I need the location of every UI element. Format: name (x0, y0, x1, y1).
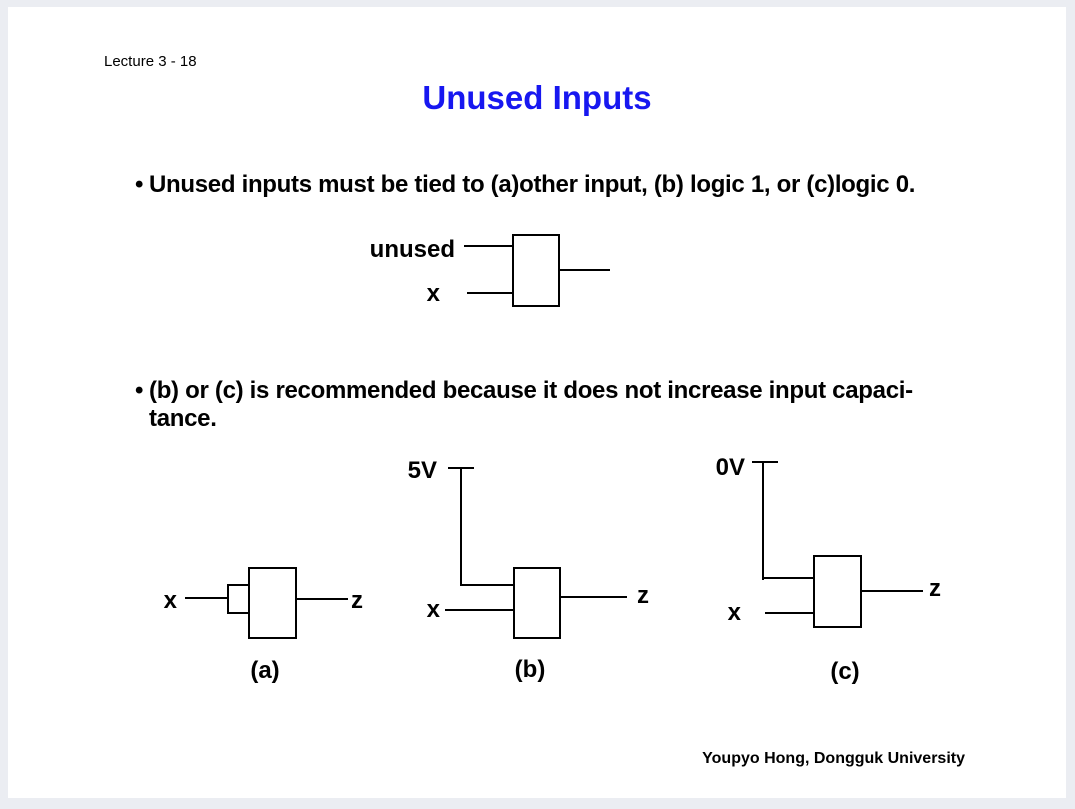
bullet-2-line-1: (b) or (c) is recommended because it doe… (149, 377, 913, 404)
wire-x-input (765, 612, 813, 614)
wire-x-input (467, 292, 512, 294)
gate-box (513, 567, 561, 639)
wire-output (297, 598, 348, 600)
caption-c: (c) (830, 658, 860, 685)
label-0v-supply: 0V (715, 454, 745, 481)
wire-x-input (445, 609, 513, 611)
label-x-input: x (426, 596, 440, 623)
wire-supply-horizontal (460, 584, 513, 586)
label-x-input: x (426, 280, 440, 307)
supply-rail-tick (752, 461, 778, 463)
slide-page: Lecture 3 - 18 Unused Inputs • Unused in… (8, 7, 1066, 798)
label-z-output: z (929, 575, 941, 602)
gate-box (512, 234, 560, 307)
bullet-2-text: (b) or (c) is recommended because it doe… (149, 377, 913, 433)
bullet-item-2: • (b) or (c) is recommended because it d… (135, 377, 995, 433)
tied-input-stub-box (227, 584, 248, 614)
caption-b: (b) (514, 656, 546, 683)
label-z-output: z (351, 587, 363, 614)
label-x-input: x (727, 599, 741, 626)
attribution: Youpyo Hong, Dongguk University (702, 750, 965, 767)
label-x-input: x (163, 587, 177, 614)
lecture-number: Lecture 3 - 18 (104, 53, 197, 70)
wire-output (560, 269, 610, 271)
bullet-1-text: Unused inputs must be tied to (a)other i… (149, 171, 916, 198)
wire-unused-input (464, 245, 512, 247)
slide-title: Unused Inputs (422, 79, 652, 116)
label-5v-supply: 5V (407, 457, 437, 484)
label-unused-input: unused (369, 236, 455, 263)
wire-supply-vertical (460, 467, 462, 586)
wire-x-input (185, 597, 227, 599)
caption-a: (a) (250, 657, 280, 684)
wire-output (862, 590, 923, 592)
wire-supply-vertical (762, 461, 764, 580)
bullet-item-1: • Unused inputs must be tied to (a)other… (135, 171, 995, 199)
gate-box (248, 567, 297, 639)
label-z-output: z (637, 582, 649, 609)
wire-supply-horizontal (762, 577, 815, 579)
bullet-marker: • (135, 171, 144, 198)
gate-box (813, 555, 862, 628)
wire-output (561, 596, 627, 598)
bullet-marker: • (135, 377, 144, 404)
bullet-2-line-2: tance. (149, 405, 217, 432)
